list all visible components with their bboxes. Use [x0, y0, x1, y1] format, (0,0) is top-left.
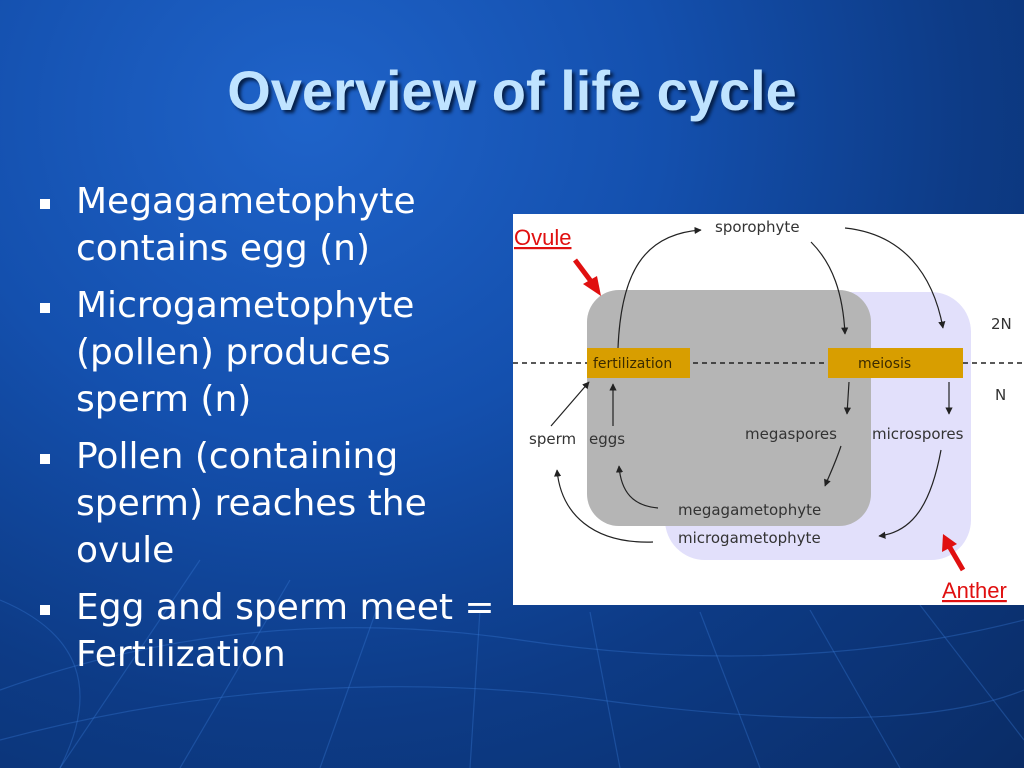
bullet-list: Megagametophyte contains egg (n) Microga… — [30, 178, 510, 688]
megaspores-label: megaspores — [745, 425, 837, 443]
ovule-red-arrow — [573, 258, 601, 296]
bullet-text: Microgametophyte (pollen) produces sperm… — [76, 285, 415, 420]
fertilization-label: fertilization — [593, 356, 672, 372]
bullet-item: Microgametophyte (pollen) produces sperm… — [30, 282, 510, 423]
sperm-label: sperm — [529, 430, 576, 448]
anther-red-arrow — [942, 534, 966, 572]
cycle-arrows — [550, 226, 953, 543]
slide-title: Overview of life cycle — [227, 59, 797, 122]
arrow-megagametophyte-to-eggs — [615, 465, 659, 509]
life-cycle-diagram-svg: fertilization meiosis sporophyte 2N N sp… — [513, 218, 1024, 603]
2n-label: 2N — [991, 315, 1012, 333]
arrow-sporophyte-to-meiosis — [810, 241, 849, 335]
arrow-megaspores-to-megagametophyte — [824, 445, 842, 487]
meiosis-label: meiosis — [858, 356, 911, 372]
bullet-square-icon — [40, 303, 50, 313]
bullet-square-icon — [40, 199, 50, 209]
fertilization-box — [587, 348, 690, 378]
bullet-text: Egg and sperm meet = Fertilization — [76, 587, 495, 675]
anther-label: Anther — [942, 578, 1007, 603]
bullet-text: Megagametophyte contains egg (n) — [76, 181, 416, 269]
arrow-fertilization-to-sporophyte — [617, 226, 702, 349]
bullet-item: Egg and sperm meet = Fertilization — [30, 584, 510, 678]
life-cycle-diagram: fertilization meiosis sporophyte 2N N sp… — [513, 214, 1024, 605]
megagametophyte-region — [587, 290, 871, 526]
ovule-label: Ovule — [514, 225, 571, 250]
bullet-item: Megagametophyte contains egg (n) — [30, 178, 510, 272]
microspores-label: microspores — [872, 425, 964, 443]
arrow-meiosis-to-megaspores — [843, 381, 851, 415]
bullet-item: Pollen (containing sperm) reaches the ov… — [30, 433, 510, 574]
bullet-text: Pollen (containing sperm) reaches the ov… — [76, 436, 427, 571]
microgametophyte-label: microgametophyte — [678, 529, 821, 547]
bullet-square-icon — [40, 605, 50, 615]
arrow-sporophyte-to-microspores — [844, 227, 946, 329]
bullet-square-icon — [40, 454, 50, 464]
arrow-sperm-to-fertilization — [550, 381, 590, 427]
eggs-label: eggs — [589, 430, 625, 448]
arrow-microgametophyte-to-sperm — [554, 469, 654, 543]
sporophyte-label: sporophyte — [715, 218, 800, 236]
meiosis-box — [828, 348, 963, 378]
arrow-microspores-to-microgametophyte — [878, 449, 942, 539]
megagametophyte-label: megagametophyte — [678, 501, 821, 519]
n-label: N — [995, 386, 1006, 404]
